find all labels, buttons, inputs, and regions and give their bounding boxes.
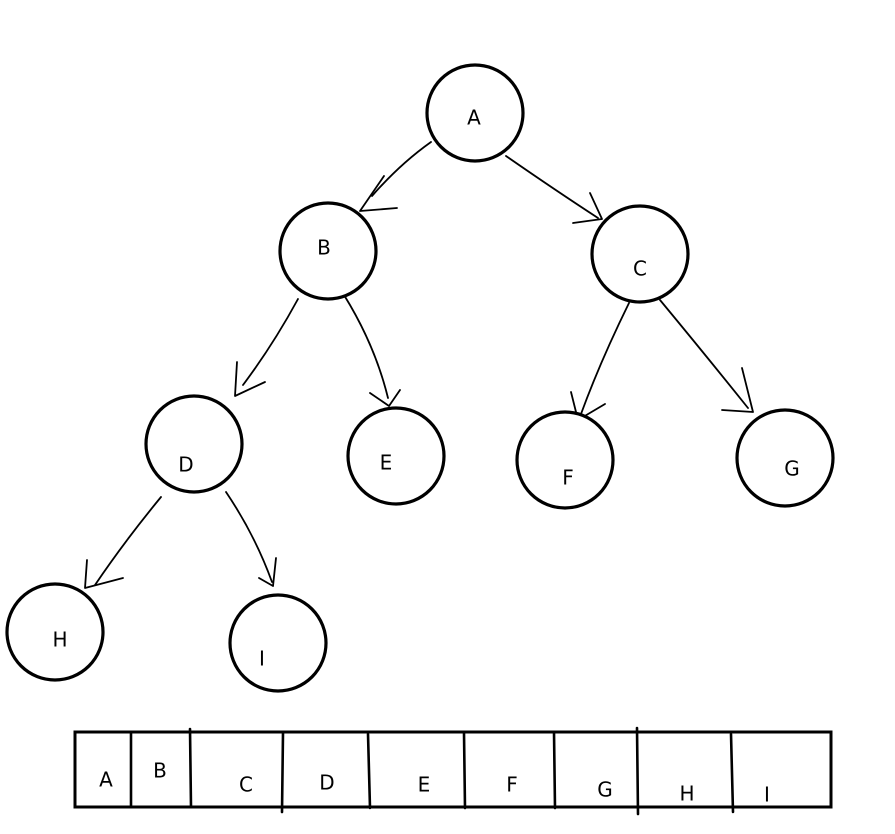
edge-c-g xyxy=(659,299,754,413)
edge-b-e xyxy=(343,294,401,407)
node-h-label: H xyxy=(52,628,67,652)
node-c-label: C xyxy=(633,257,647,281)
node-a: A xyxy=(425,63,525,163)
node-c: C xyxy=(590,204,690,304)
edge-b-d xyxy=(234,298,299,397)
node-i: I xyxy=(228,593,328,693)
array-cell-h: H xyxy=(679,782,694,806)
node-b-label: B xyxy=(317,236,331,260)
node-f: F xyxy=(515,410,615,510)
edge-a-b xyxy=(359,141,432,212)
array-cell-d: D xyxy=(319,771,334,795)
tree-edges xyxy=(84,141,754,589)
edge-c-f xyxy=(570,302,630,421)
array-cell-g: G xyxy=(597,778,613,802)
node-d-label: D xyxy=(178,453,193,477)
node-a-label: A xyxy=(467,106,481,130)
array-storage: A B C D E F G H I xyxy=(73,726,833,816)
node-g-label: G xyxy=(784,457,800,481)
edge-d-h xyxy=(84,496,162,589)
node-e-label: E xyxy=(380,451,393,475)
tree-nodes: A B C D E F G H xyxy=(5,63,835,693)
node-g: G xyxy=(735,408,835,508)
node-f-label: F xyxy=(562,466,574,490)
array-cell-i: I xyxy=(764,783,770,807)
array-frame xyxy=(73,730,833,809)
array-cell-c: C xyxy=(239,773,253,797)
node-d: D xyxy=(144,394,244,494)
array-cell-e: E xyxy=(418,773,431,797)
edge-d-i xyxy=(225,491,277,587)
array-cell-f: F xyxy=(506,773,518,797)
edge-a-c xyxy=(505,155,603,224)
node-b: B xyxy=(278,201,378,301)
node-h: H xyxy=(5,582,105,682)
node-i-label: I xyxy=(259,647,265,671)
array-cell-a: A xyxy=(99,768,113,792)
node-e: E xyxy=(346,406,446,506)
array-cell-b: B xyxy=(153,759,167,783)
